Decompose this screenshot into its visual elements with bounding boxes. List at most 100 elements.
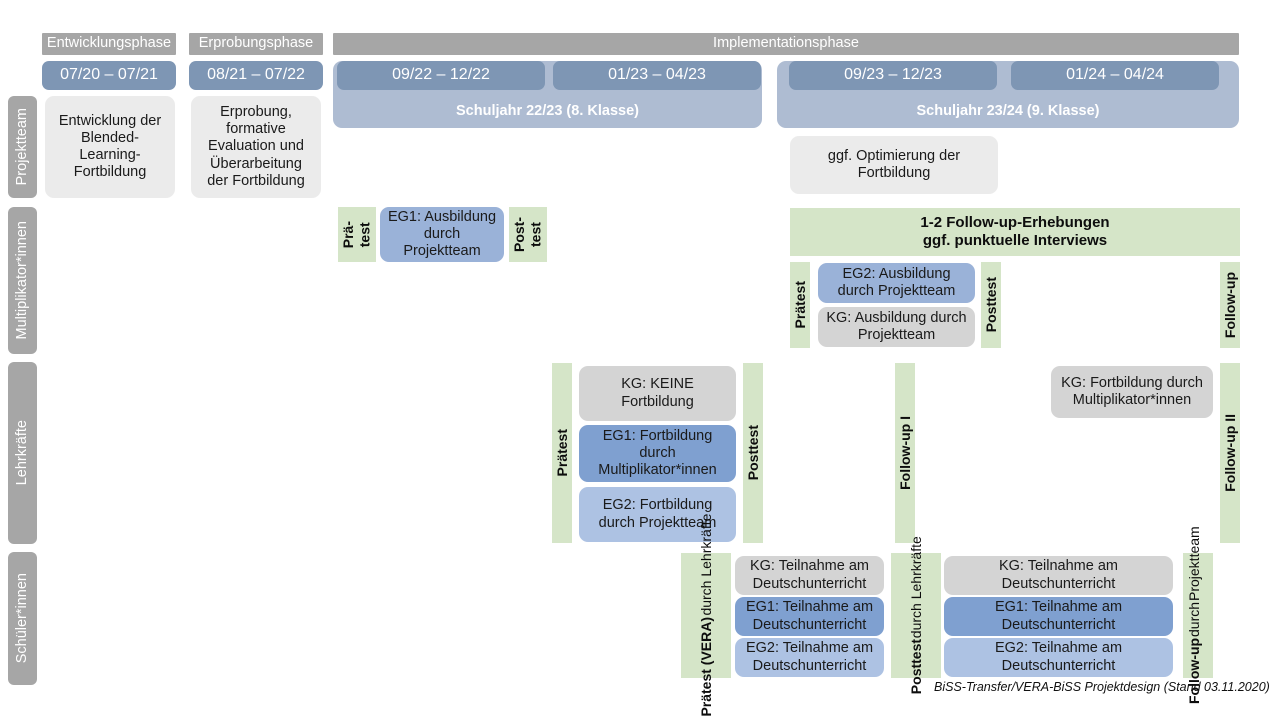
period-label: 09/23 – 12/23	[844, 66, 942, 84]
projektteam-erprobung-box: Erprobung, formative Evaluation und Über…	[191, 96, 321, 198]
lehr-followup1-label: Follow-up I	[896, 416, 913, 490]
schueler-left-label: KG: Teilnahme am Deutschunterricht	[749, 558, 869, 592]
lehr-eg2-label: EG2: Fortbildung durch Projektteam	[598, 497, 717, 531]
period-0922-1222: 09/22 – 12/22	[337, 61, 545, 90]
lehr-followup2-strip: Follow-up II	[1220, 363, 1240, 543]
schueler-right-row-2: EG2: Teilnahme am Deutschunterricht	[944, 638, 1173, 677]
lehr-followup1-strip: Follow-up I	[895, 363, 915, 543]
lehr-kg-box: KG: KEINE Fortbildung	[579, 366, 736, 421]
multi-eg1-label: EG1: Ausbildung durch Projektteam	[387, 208, 497, 260]
period-label: 08/21 – 07/22	[207, 66, 305, 84]
schueler-left-row-1: EG1: Teilnahme am Deutschunterricht	[735, 597, 884, 636]
multi-posttest-strip: Post- test	[509, 207, 547, 262]
footer-credit-text: BiSS-Transfer/VERA-BiSS Projektdesign (S…	[934, 680, 1270, 694]
schueler-posttest-label: Posttest durch Lehrkräfte	[908, 536, 925, 694]
followup-sub-2: Projektteam	[1186, 526, 1202, 602]
period-0720-0721: 07/20 – 07/21	[42, 61, 176, 90]
schueler-right-label: KG: Teilnahme am Deutschunterricht	[998, 558, 1118, 592]
period-0123-0423: 01/23 – 04/23	[553, 61, 761, 90]
lehr-posttest-strip: Posttest	[743, 363, 763, 543]
schueler-right-label: EG1: Teilnahme am Deutschunterricht	[994, 599, 1123, 633]
multi-praetest-label: Prä- test	[340, 221, 373, 248]
period-label: 09/22 – 12/22	[392, 66, 490, 84]
phase-header-label: Implementationsphase	[713, 35, 859, 52]
period-0821-0722: 08/21 – 07/22	[189, 61, 323, 90]
period-0124-0424: 01/24 – 04/24	[1011, 61, 1219, 90]
multi-kg-label: KG: Ausbildung durch Projektteam	[826, 309, 967, 343]
multi-praetest2-strip: Prätest	[790, 262, 810, 348]
praetest-sub: durch Lehrkräfte	[697, 514, 714, 617]
posttest-line-2: test	[528, 222, 544, 247]
followup-sub-1: durch	[1186, 602, 1202, 638]
lehr-kg-label: KG: KEINE Fortbildung	[621, 376, 694, 410]
role-label-text: Multiplikator*innen	[13, 221, 30, 340]
multi-followup-banner-text: 1-2 Follow-up-Erhebungen ggf. punktuelle…	[920, 214, 1109, 249]
period-label: 01/23 – 04/23	[608, 66, 706, 84]
school-year-label: Schuljahr 23/24 (9. Klasse)	[916, 102, 1100, 119]
multi-posttest2-label: Posttest	[982, 277, 999, 333]
multi-followup-strip: Follow-up	[1220, 262, 1240, 348]
school-year-label: Schuljahr 22/23 (8. Klasse)	[456, 102, 639, 119]
posttest-sub: durch Lehrkräfte	[907, 536, 924, 639]
role-label-projektteam: Projektteam	[8, 96, 37, 198]
lehr-praetest-strip: Prätest	[552, 363, 572, 543]
lehr-eg2-box: EG2: Fortbildung durch Projektteam	[579, 487, 736, 542]
phase-header-erprobungsphase: Erprobungsphase	[189, 33, 323, 55]
posttest-head: Posttest	[907, 639, 924, 695]
followup-banner-line-2: ggf. punktuelle Interviews	[922, 232, 1108, 249]
multi-eg2-box: EG2: Ausbildung durch Projektteam	[818, 263, 975, 303]
multi-kg-box: KG: Ausbildung durch Projektteam	[818, 307, 975, 347]
schueler-right-row-0: KG: Teilnahme am Deutschunterricht	[944, 556, 1173, 595]
lehr-eg1-box: EG1: Fortbildung durch Multiplikator*inn…	[579, 425, 736, 482]
multi-praetest-strip: Prä- test	[338, 207, 376, 262]
projektteam-entwicklung-box: Entwicklung der Blended-Learning-Fortbil…	[45, 96, 175, 198]
schueler-left-label: EG2: Teilnahme am Deutschunterricht	[745, 640, 874, 674]
phase-header-implementationsphase: Implementationsphase	[333, 33, 1239, 55]
multi-followup-label: Follow-up	[1221, 271, 1238, 339]
projektteam-optimierung-box: ggf. Optimierung der Fortbildung	[790, 136, 998, 194]
role-label-lehrkraefte: Lehrkräfte	[8, 362, 37, 544]
followup-banner-line-1: 1-2 Follow-up-Erhebungen	[920, 214, 1110, 232]
lehr-eg1-label: EG1: Fortbildung durch Multiplikator*inn…	[598, 427, 717, 479]
schueler-left-row-0: KG: Teilnahme am Deutschunterricht	[735, 556, 884, 595]
schueler-followup-label: Follow-up durch Projektteam	[1186, 527, 1203, 705]
schueler-left-row-2: EG2: Teilnahme am Deutschunterricht	[735, 638, 884, 677]
role-label-multiplikatoren: Multiplikator*innen	[8, 207, 37, 354]
period-label: 07/20 – 07/21	[60, 66, 158, 84]
schueler-right-label: EG2: Teilnahme am Deutschunterricht	[994, 640, 1123, 674]
projektteam-erprobung-label: Erprobung, formative Evaluation und Über…	[207, 104, 305, 189]
schueler-followup-strip: Follow-up durch Projektteam	[1183, 527, 1213, 705]
phase-header-label: Erprobungsphase	[198, 35, 314, 52]
lehr-praetest-label: Prätest	[553, 429, 570, 477]
posttest-line-1: Post-	[511, 217, 528, 252]
phase-header-label: Entwicklungsphase	[46, 35, 172, 52]
schueler-left-label: EG1: Teilnahme am Deutschunterricht	[745, 599, 874, 633]
praetest-head: Prätest (VERA)	[697, 617, 714, 717]
multi-posttest-label: Post- test	[511, 217, 544, 252]
schueler-posttest-strip: Posttest durch Lehrkräfte	[891, 536, 941, 695]
lehr-posttest-label: Posttest	[744, 425, 761, 481]
phase-header-entwicklungsphase: Entwicklungsphase	[42, 33, 176, 55]
role-label-schueler: Schüler*innen	[8, 552, 37, 685]
praetest-line-2: test	[357, 222, 373, 247]
role-label-text: Schüler*innen	[13, 573, 30, 664]
followup-head: Follow-up	[1186, 638, 1202, 705]
multi-eg2-label: EG2: Ausbildung durch Projektteam	[837, 265, 956, 299]
praetest-line-1: Prä-	[340, 220, 357, 249]
schueler-right-row-1: EG1: Teilnahme am Deutschunterricht	[944, 597, 1173, 636]
schueler-praetest-label: Prätest (VERA) durch Lehrkräfte	[698, 514, 715, 717]
lehr-kg2-label: KG: Fortbildung durch Multiplikator*inne…	[1061, 374, 1203, 408]
footer-credit: BiSS-Transfer/VERA-BiSS Projektdesign (S…	[934, 680, 1270, 694]
multi-posttest2-strip: Posttest	[981, 262, 1001, 348]
role-label-text: Lehrkräfte	[13, 420, 30, 486]
period-label: 01/24 – 04/24	[1066, 66, 1164, 84]
multi-eg1-box: EG1: Ausbildung durch Projektteam	[380, 207, 504, 262]
projektteam-entwicklung-label: Entwicklung der Blended-Learning-Fortbil…	[58, 112, 162, 181]
lehr-followup2-label: Follow-up II	[1221, 414, 1238, 492]
period-0923-1223: 09/23 – 12/23	[789, 61, 997, 90]
role-label-text: Projektteam	[13, 108, 30, 186]
multi-praetest2-label: Prätest	[791, 281, 808, 329]
schueler-praetest-strip: Prätest (VERA) durch Lehrkräfte	[681, 514, 731, 717]
multi-followup-banner: 1-2 Follow-up-Erhebungen ggf. punktuelle…	[790, 208, 1240, 256]
